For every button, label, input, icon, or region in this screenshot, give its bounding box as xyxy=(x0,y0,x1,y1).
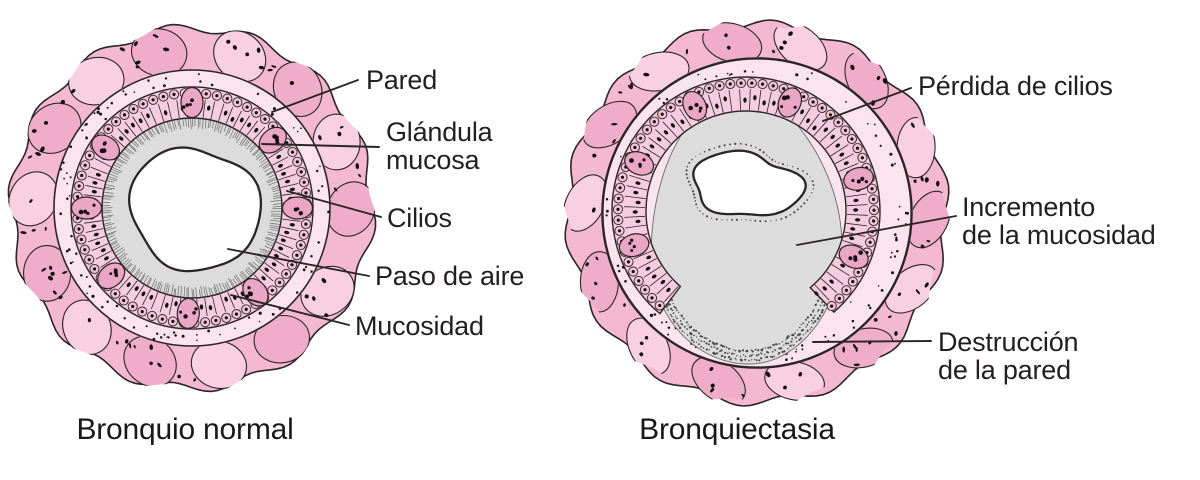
cilia-fringe xyxy=(101,117,283,299)
label-cilios: Cilios xyxy=(387,203,452,233)
air-lumen xyxy=(127,146,263,273)
mucous-gland xyxy=(843,166,874,191)
caption-bronquio-normal: Bronquio normal xyxy=(76,413,294,446)
wall-ring xyxy=(7,23,377,393)
epithelium-ring xyxy=(611,76,881,315)
leader-line-pared xyxy=(271,79,359,113)
air-lumen-narrowed xyxy=(692,149,807,217)
leader-line-mucosidad xyxy=(230,294,350,326)
mucous-gland xyxy=(176,297,200,329)
leader-line-perdida-de-cilios xyxy=(822,87,912,122)
label-destruccion-pared: Destrucción de la pared xyxy=(938,327,1079,385)
label-glandula-mucosa: Glándula mucosa xyxy=(386,117,493,175)
lumen-stipple xyxy=(685,142,815,223)
mucous-gland xyxy=(91,134,121,161)
label-mucosidad: Mucosidad xyxy=(355,311,484,341)
label-perdida-de-cilios: Pérdida de cilios xyxy=(918,71,1113,101)
caption-bronquiectasia: Bronquiectasia xyxy=(639,413,835,446)
leader-line-destruccion-pared xyxy=(812,340,932,343)
label-incremento-mucosidad: Incremento de la mucosidad xyxy=(962,192,1156,250)
leader-line-paso-de-aire xyxy=(227,248,370,277)
leader-line-cilios xyxy=(286,190,382,218)
leader-line-glandula-mucosa xyxy=(261,143,380,148)
mucous-gland xyxy=(777,87,803,118)
submucosa-speckles xyxy=(59,73,330,342)
mucous-gland xyxy=(70,196,103,220)
wall-destruction-stipple xyxy=(662,293,830,362)
epithelium-ring xyxy=(70,86,314,330)
mucous-gland xyxy=(180,86,204,119)
bronchiectasis-illustration xyxy=(562,19,952,407)
label-pared: Pared xyxy=(366,65,438,95)
leader-lines xyxy=(227,79,957,343)
mucous-gland xyxy=(258,126,287,154)
label-paso-de-aire: Paso de aire xyxy=(375,261,525,291)
mucous-gland xyxy=(97,262,126,290)
bronchus-normal-illustration xyxy=(7,23,377,393)
leader-line-incremento-mucosidad xyxy=(796,215,957,246)
wall-ring xyxy=(562,19,952,407)
